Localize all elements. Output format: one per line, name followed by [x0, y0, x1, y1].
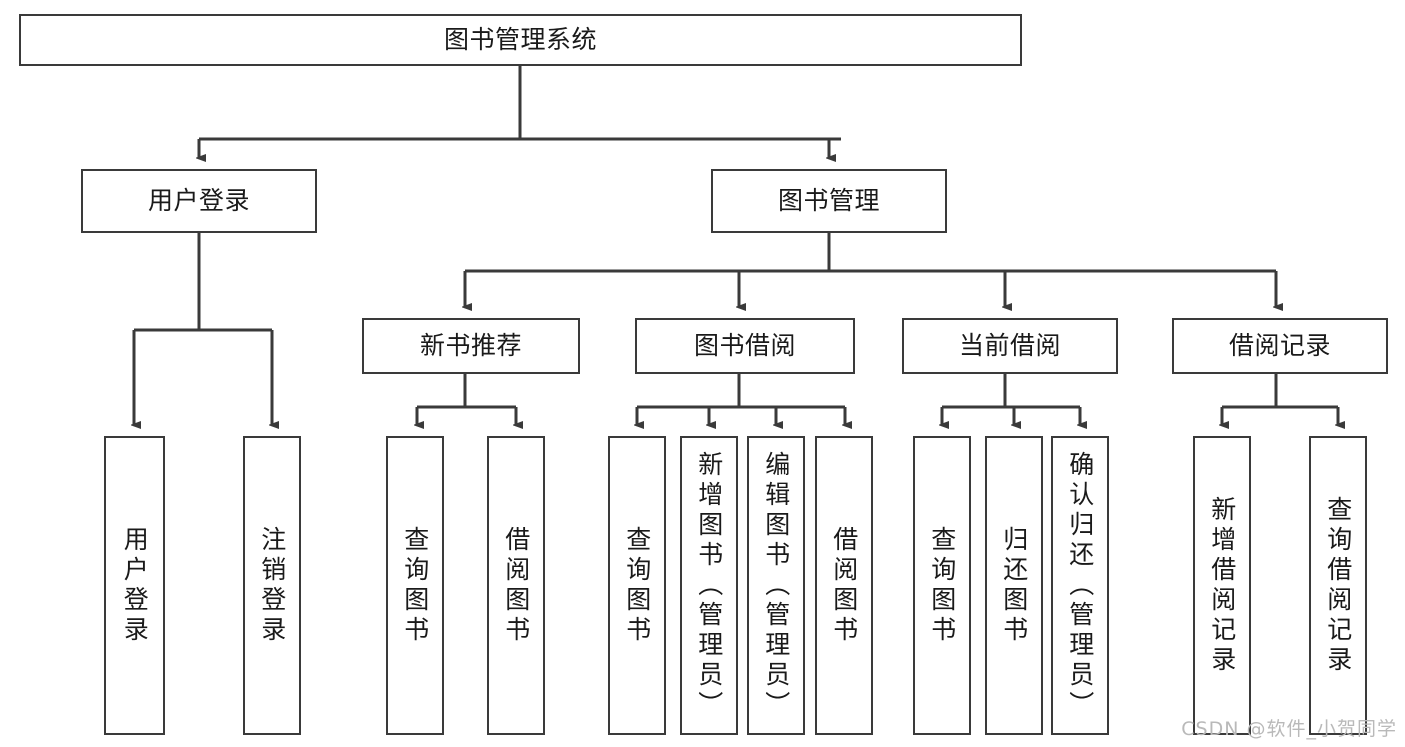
leaf-query-book-borrow[interactable]: 查询图书: [608, 436, 666, 735]
node-current-borrow[interactable]: 当前借阅: [902, 318, 1118, 374]
leaf-user-login-label: 用户登录: [120, 525, 150, 646]
leaf-query-borrow-record[interactable]: 查询借阅记录: [1309, 436, 1367, 735]
leaf-user-logout-label: 注销登录: [257, 525, 287, 646]
leaf-query-borrow-record-label: 查询借阅记录: [1323, 495, 1353, 676]
leaf-edit-book-label: 编辑图书（管理员）: [761, 450, 791, 721]
node-new-book-recommend-label: 新书推荐: [419, 331, 522, 360]
node-borrow-record[interactable]: 借阅记录: [1172, 318, 1388, 374]
leaf-confirm-return[interactable]: 确认归还（管理员）: [1051, 436, 1109, 735]
leaf-return-book[interactable]: 归还图书: [985, 436, 1043, 735]
node-new-book-recommend[interactable]: 新书推荐: [362, 318, 580, 374]
leaf-add-borrow-record[interactable]: 新增借阅记录: [1193, 436, 1251, 735]
leaf-confirm-return-label: 确认归还（管理员）: [1065, 450, 1095, 721]
node-root-label: 图书管理系统: [443, 25, 597, 54]
leaf-query-book-borrow-label: 查询图书: [622, 525, 652, 646]
node-book-manage-label: 图书管理: [777, 186, 880, 215]
node-book-borrow-label: 图书借阅: [693, 331, 796, 360]
leaf-add-book-label: 新增图书（管理员）: [694, 450, 724, 721]
leaf-user-login[interactable]: 用户登录: [104, 436, 165, 735]
leaf-edit-book[interactable]: 编辑图书（管理员）: [747, 436, 805, 735]
node-current-borrow-label: 当前借阅: [958, 331, 1061, 360]
leaf-query-book-current-label: 查询图书: [927, 525, 957, 646]
node-user-login[interactable]: 用户登录: [81, 169, 317, 233]
node-book-manage[interactable]: 图书管理: [711, 169, 947, 233]
leaf-query-book-recommend-label: 查询图书: [400, 525, 430, 646]
node-root[interactable]: 图书管理系统: [19, 14, 1022, 66]
leaf-query-book-recommend[interactable]: 查询图书: [386, 436, 444, 735]
node-user-login-label: 用户登录: [147, 186, 250, 215]
leaf-return-book-label: 归还图书: [999, 525, 1029, 646]
leaf-borrow-book-label: 借阅图书: [829, 525, 859, 646]
leaf-query-book-current[interactable]: 查询图书: [913, 436, 971, 735]
leaf-add-borrow-record-label: 新增借阅记录: [1207, 495, 1237, 676]
leaf-borrow-book[interactable]: 借阅图书: [815, 436, 873, 735]
node-book-borrow[interactable]: 图书借阅: [635, 318, 855, 374]
node-borrow-record-label: 借阅记录: [1228, 331, 1331, 360]
leaf-borrow-book-recommend[interactable]: 借阅图书: [487, 436, 545, 735]
leaf-borrow-book-recommend-label: 借阅图书: [501, 525, 531, 646]
leaf-add-book[interactable]: 新增图书（管理员）: [680, 436, 738, 735]
leaf-user-logout[interactable]: 注销登录: [243, 436, 301, 735]
